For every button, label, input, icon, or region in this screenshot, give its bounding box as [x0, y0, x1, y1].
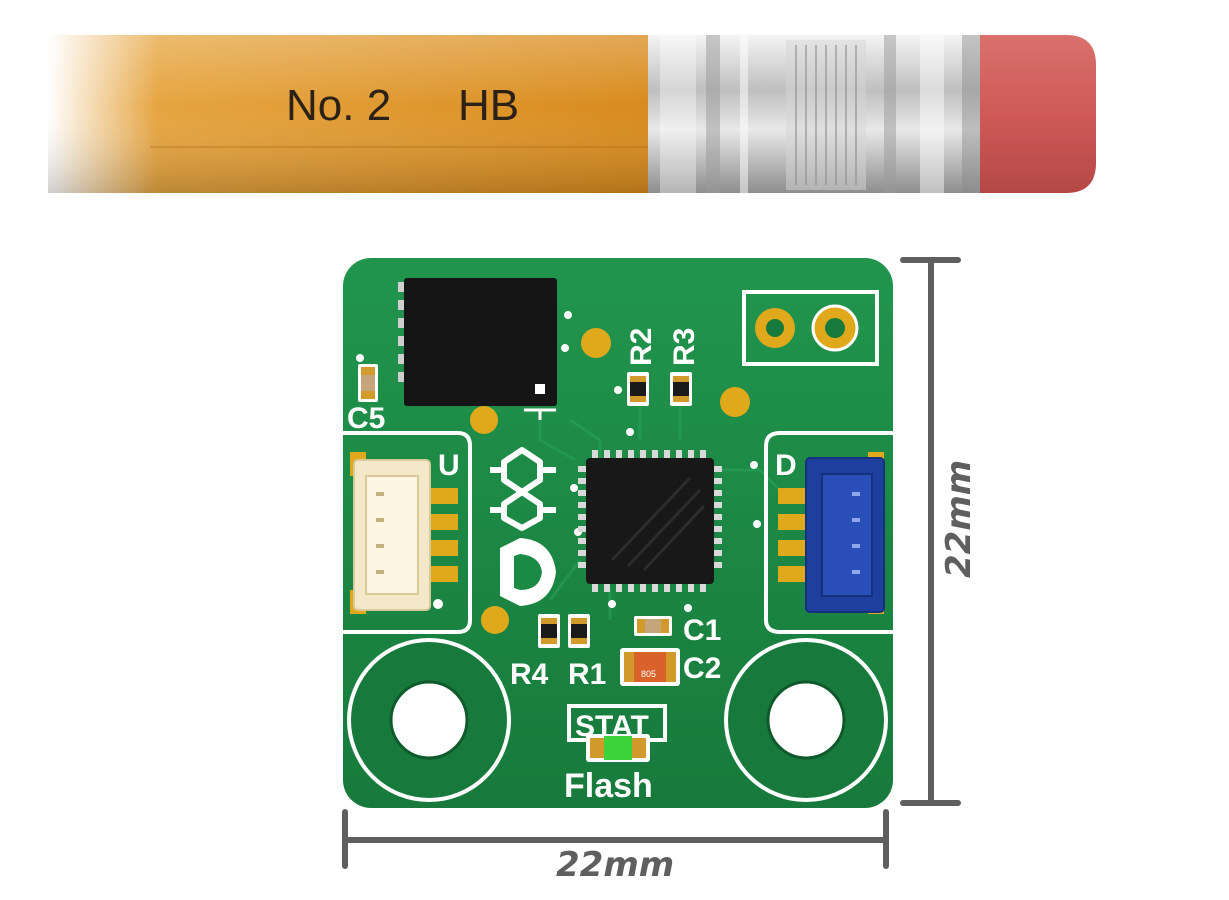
label-r2: R2: [625, 328, 658, 366]
brand-d-logo-icon: [500, 538, 556, 606]
connector-d: [764, 431, 893, 634]
label-d: D: [775, 449, 797, 482]
connector-u: [343, 431, 472, 634]
label-flash: Flash: [564, 767, 653, 805]
pcb-board: R2 R3 C5: [343, 258, 893, 808]
dimension-height-label: 22mm: [939, 460, 979, 578]
c2-marking: 805: [641, 669, 656, 679]
dimension-width-label: 22mm: [556, 845, 674, 885]
pencil-eraser: [980, 35, 1096, 193]
microcontroller-chip: [578, 450, 722, 592]
circuit-logo-icon: [490, 447, 556, 531]
label-r1: R1: [568, 658, 606, 691]
label-u: U: [438, 449, 460, 482]
mounting-hole-right: [724, 638, 888, 802]
pencil-wood-shading: [48, 35, 658, 193]
two-pin-header: [742, 290, 879, 366]
label-r3: R3: [668, 328, 701, 366]
label-r4: R4: [510, 658, 549, 691]
capacitor-c2: 805: [620, 648, 680, 686]
resistor-r3: [670, 372, 692, 406]
dimension-height: [900, 257, 961, 806]
stat-led: [586, 734, 650, 762]
pencil-grade-letters: HB: [458, 81, 519, 130]
flash-module-chip: [398, 278, 557, 420]
pencil: No. 2 HB: [48, 35, 1096, 193]
capacitor-c5: [358, 364, 378, 402]
label-c1: C1: [683, 614, 721, 647]
mounting-hole-left: [347, 638, 511, 802]
gold-vias: [470, 328, 750, 634]
resistor-r2: [627, 372, 649, 406]
pencil-grade-number: No. 2: [286, 81, 391, 130]
capacitor-c1: [634, 616, 672, 636]
pencil-ferrule: [648, 35, 990, 193]
label-c5: C5: [347, 402, 385, 435]
resistor-r1: [568, 614, 590, 648]
dimension-width: [342, 809, 889, 869]
resistor-r4: [538, 614, 560, 648]
label-c2: C2: [683, 652, 721, 685]
